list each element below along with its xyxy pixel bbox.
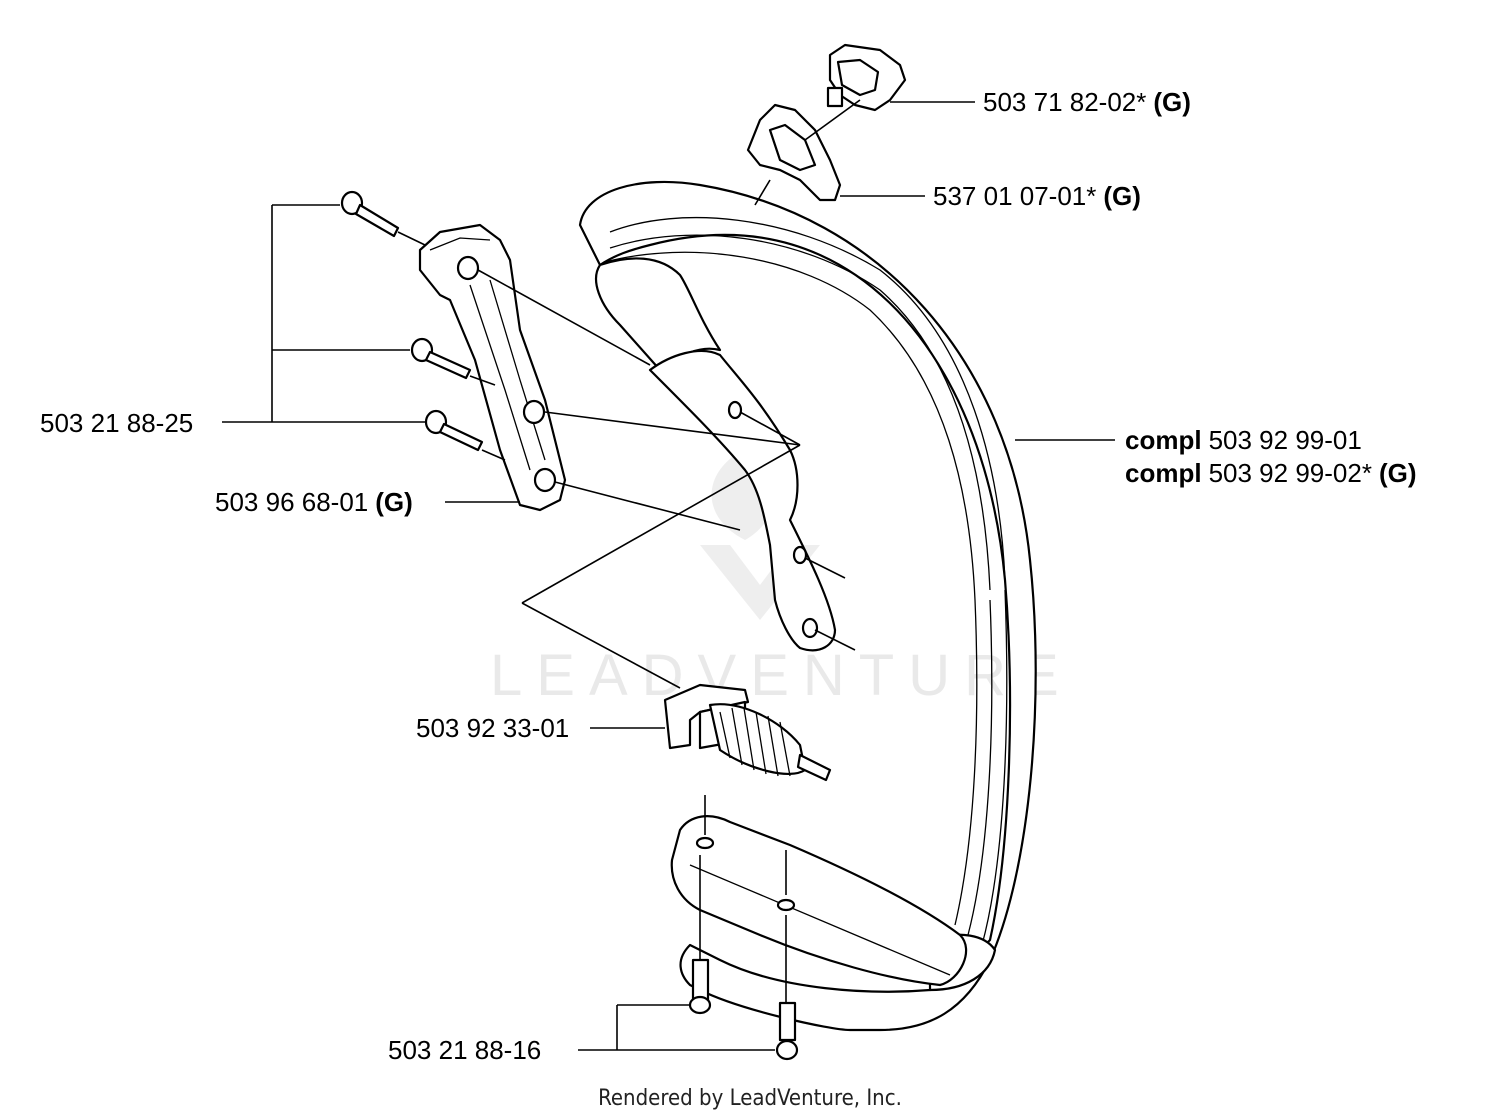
credit-text: Rendered by LeadVenture, Inc. [598, 1086, 902, 1111]
damper-spring [663, 683, 832, 782]
screw-upper-1 [340, 190, 400, 238]
screw-lower-1 [688, 958, 712, 1015]
part-label-screws-lower: 503 21 88-16 [388, 1035, 541, 1065]
part-label-switch-b: 537 01 07-01*(G) [933, 181, 1141, 211]
part-label-damper: 503 92 33-01 [416, 713, 569, 743]
screw-lower-2 [775, 1001, 799, 1061]
screw-upper-3 [424, 409, 484, 452]
part-label-screws-upper: 503 21 88-25 [40, 408, 193, 438]
switch-part-b [746, 103, 842, 202]
part-label-switch-a: 503 71 82-02*(G) [983, 87, 1191, 117]
leader-lines [222, 99, 1115, 1051]
screw-upper-2 [410, 337, 472, 380]
switch-part-a [826, 43, 907, 112]
upper-bracket [418, 223, 567, 512]
watermark-text: LEADVENTURE [490, 643, 1073, 708]
part-label-bracket: 503 96 68-01(G) [215, 487, 413, 517]
